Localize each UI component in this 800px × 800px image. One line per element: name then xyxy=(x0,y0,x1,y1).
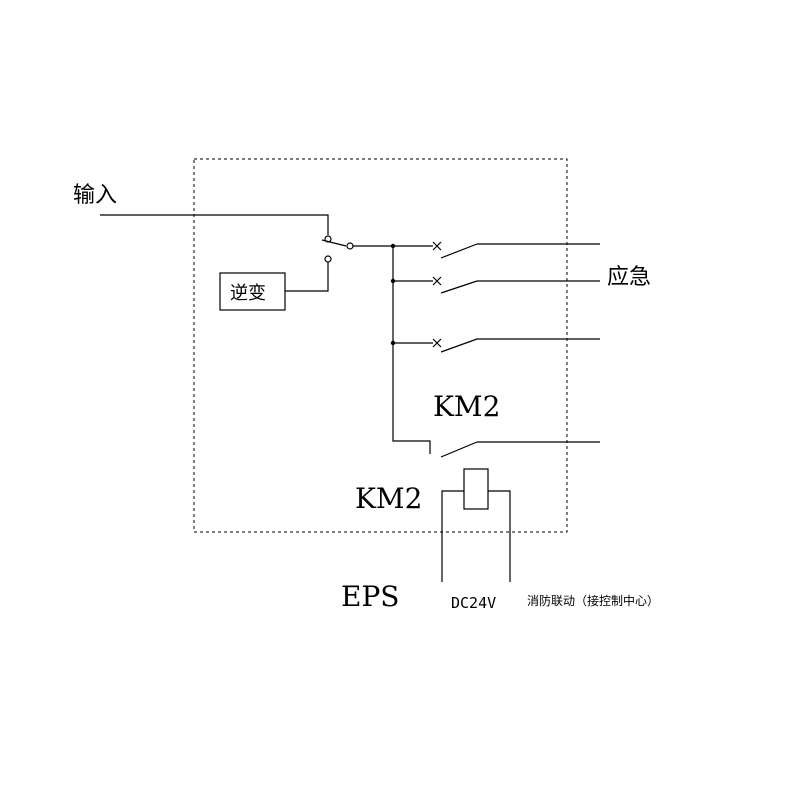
coil-right-lead xyxy=(488,490,511,582)
km2-contact xyxy=(440,441,478,458)
switch-common-terminal xyxy=(346,242,354,250)
eps-label: EPS xyxy=(341,580,399,613)
switch-inverter-terminal xyxy=(324,255,332,263)
fire-linkage-label: 消防联动（接控制中心） xyxy=(527,593,659,608)
branch-3-contact xyxy=(440,338,478,353)
branch-1-breaker-mark xyxy=(432,241,442,251)
inverter-label: 逆变 xyxy=(230,283,266,304)
km2-contacts-label: KM2 xyxy=(433,390,500,423)
km2-coil xyxy=(463,468,489,510)
km2-coil-label: KM2 xyxy=(355,482,422,515)
branch-3-breaker-mark xyxy=(432,338,442,348)
emergency-label: 应急 xyxy=(607,265,651,290)
input-label: 输入 xyxy=(73,183,117,208)
inverter-wire xyxy=(285,262,329,292)
eps-enclosure xyxy=(193,158,568,533)
switch-blade xyxy=(321,239,347,247)
input-wire xyxy=(100,214,329,235)
dc24v-label: DC24V xyxy=(451,594,496,612)
branch-2-contact xyxy=(440,280,478,294)
branch-2-breaker-mark xyxy=(432,276,442,286)
vertical-bus xyxy=(392,246,431,454)
branch-1-contact xyxy=(440,243,478,259)
coil-left-lead xyxy=(441,490,464,582)
